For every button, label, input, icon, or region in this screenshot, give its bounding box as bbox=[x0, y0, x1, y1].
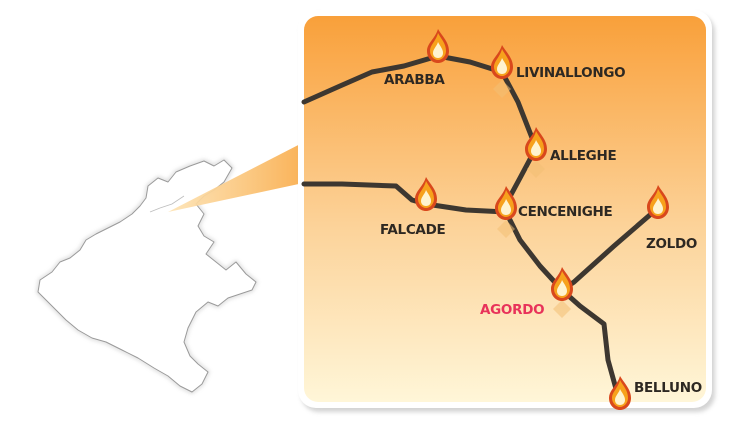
town-labels: ARABBA LIVINALLONGO ALLEGHE FALCADE CENC… bbox=[380, 65, 702, 396]
road-cencenighe-agordo bbox=[503, 209, 565, 293]
town-label-alleghe[interactable]: ALLEGHE bbox=[550, 148, 617, 164]
town-label-arabba[interactable]: ARABBA bbox=[384, 72, 446, 88]
callout-pointer bbox=[168, 140, 308, 212]
town-label-cencenighe[interactable]: CENCENIGHE bbox=[518, 204, 613, 220]
town-label-falcade[interactable]: FALCADE bbox=[380, 222, 446, 238]
road-agordo-belluno bbox=[559, 287, 621, 399]
road-livinallongo-alleghe bbox=[499, 69, 539, 151]
town-label-zoldo[interactable]: ZOLDO bbox=[646, 236, 697, 252]
road-falcade-cencenighe bbox=[423, 201, 509, 215]
town-label-livinallongo[interactable]: LIVINALLONGO bbox=[516, 65, 626, 81]
town-label-agordo[interactable]: AGORDO bbox=[480, 302, 545, 318]
town-label-belluno[interactable]: BELLUNO bbox=[634, 380, 702, 396]
road-west-arabba bbox=[301, 53, 441, 105]
